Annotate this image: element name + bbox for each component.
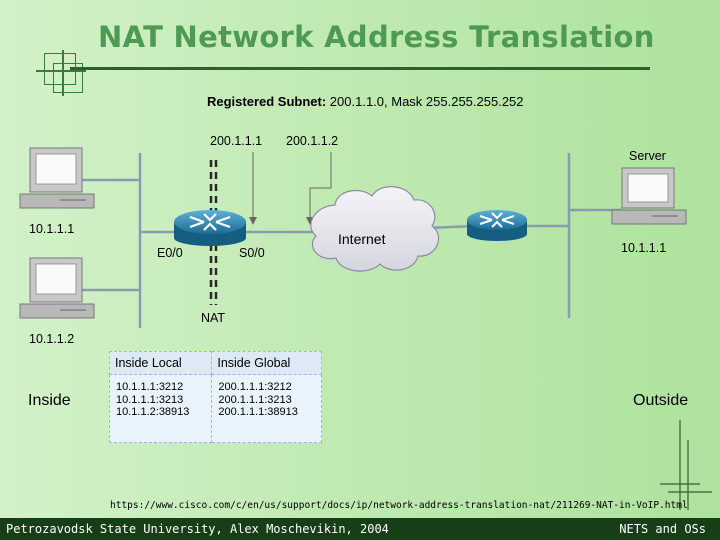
title-underline [70,67,650,70]
host-2-ip: 10.1.1.2 [29,332,75,346]
global-ip-1-label: 200.1.1.1 [210,134,263,148]
source-url: https://www.cisco.com/c/en/us/support/do… [110,500,688,511]
inside-local-cell: 10.1.1.1:3212 10.1.1.1:3213 10.1.1.2:389… [108,374,213,443]
registered-subnet-value: 200.1.1.0, Mask 255.255.255.252 [326,94,524,109]
inside-label: Inside [28,392,71,409]
decor-square-2 [53,63,83,93]
footer-bar: Petrozavodsk State University, Alex Mosc… [0,518,720,540]
internet-cloud-icon [310,186,440,272]
router-s0-label: S0/0 [239,246,265,260]
inside-global-entry: 200.1.1.1:38913 [218,406,298,418]
decor-vertical-line [62,50,64,96]
nat-router-icon [174,210,246,246]
outside-label: Outside [633,392,689,409]
footer-course: NETS and OSs [619,522,706,536]
column-header-inside-local: Inside Local [108,351,213,375]
table-header-row: Inside Local Inside Global [108,351,322,375]
arrow-global-ip-2 [306,152,332,225]
decor-horizontal-line [36,70,86,72]
inside-global-cell: 200.1.1.1:3212 200.1.1.1:3213 200.1.1.1:… [211,374,322,443]
internet-router-link [427,224,475,230]
table-row: 10.1.1.1:3212 10.1.1.1:3213 10.1.1.2:389… [108,374,322,443]
footer-author: Petrozavodsk State University, Alex Mosc… [6,522,389,536]
slide-title: NAT Network Address Translation [98,20,655,54]
registered-subnet-label: Registered Subnet: [207,94,327,109]
host-1-computer-icon [19,147,95,209]
inside-local-entry: 10.1.1.1:3213 [116,393,184,406]
nat-label: NAT [201,311,226,325]
server-computer-icon [611,167,687,225]
host-2-computer-icon [19,257,95,319]
nat-translation-table: Inside Local Inside Global 10.1.1.1:3212… [108,351,322,443]
inside-local-entry: 10.1.1.1:3212 [116,381,184,393]
router-e0-label: E0/0 [157,246,183,260]
internet-label: Internet [338,231,386,247]
outside-router-icon [467,210,527,241]
column-header-inside-global: Inside Global [211,351,322,375]
inside-global-entry: 200.1.1.1:3213 [218,393,292,406]
inside-local-entry: 10.1.1.2:38913 [116,406,190,418]
registered-subnet: Registered Subnet: 200.1.1.0, Mask 255.2… [207,94,524,109]
server-label: Server [629,149,666,163]
host-1-ip: 10.1.1.1 [29,222,75,236]
global-ip-2-label: 200.1.1.2 [286,134,339,148]
inside-global-entry: 200.1.1.1:3212 [218,381,292,393]
server-ip: 10.1.1.1 [621,241,667,255]
